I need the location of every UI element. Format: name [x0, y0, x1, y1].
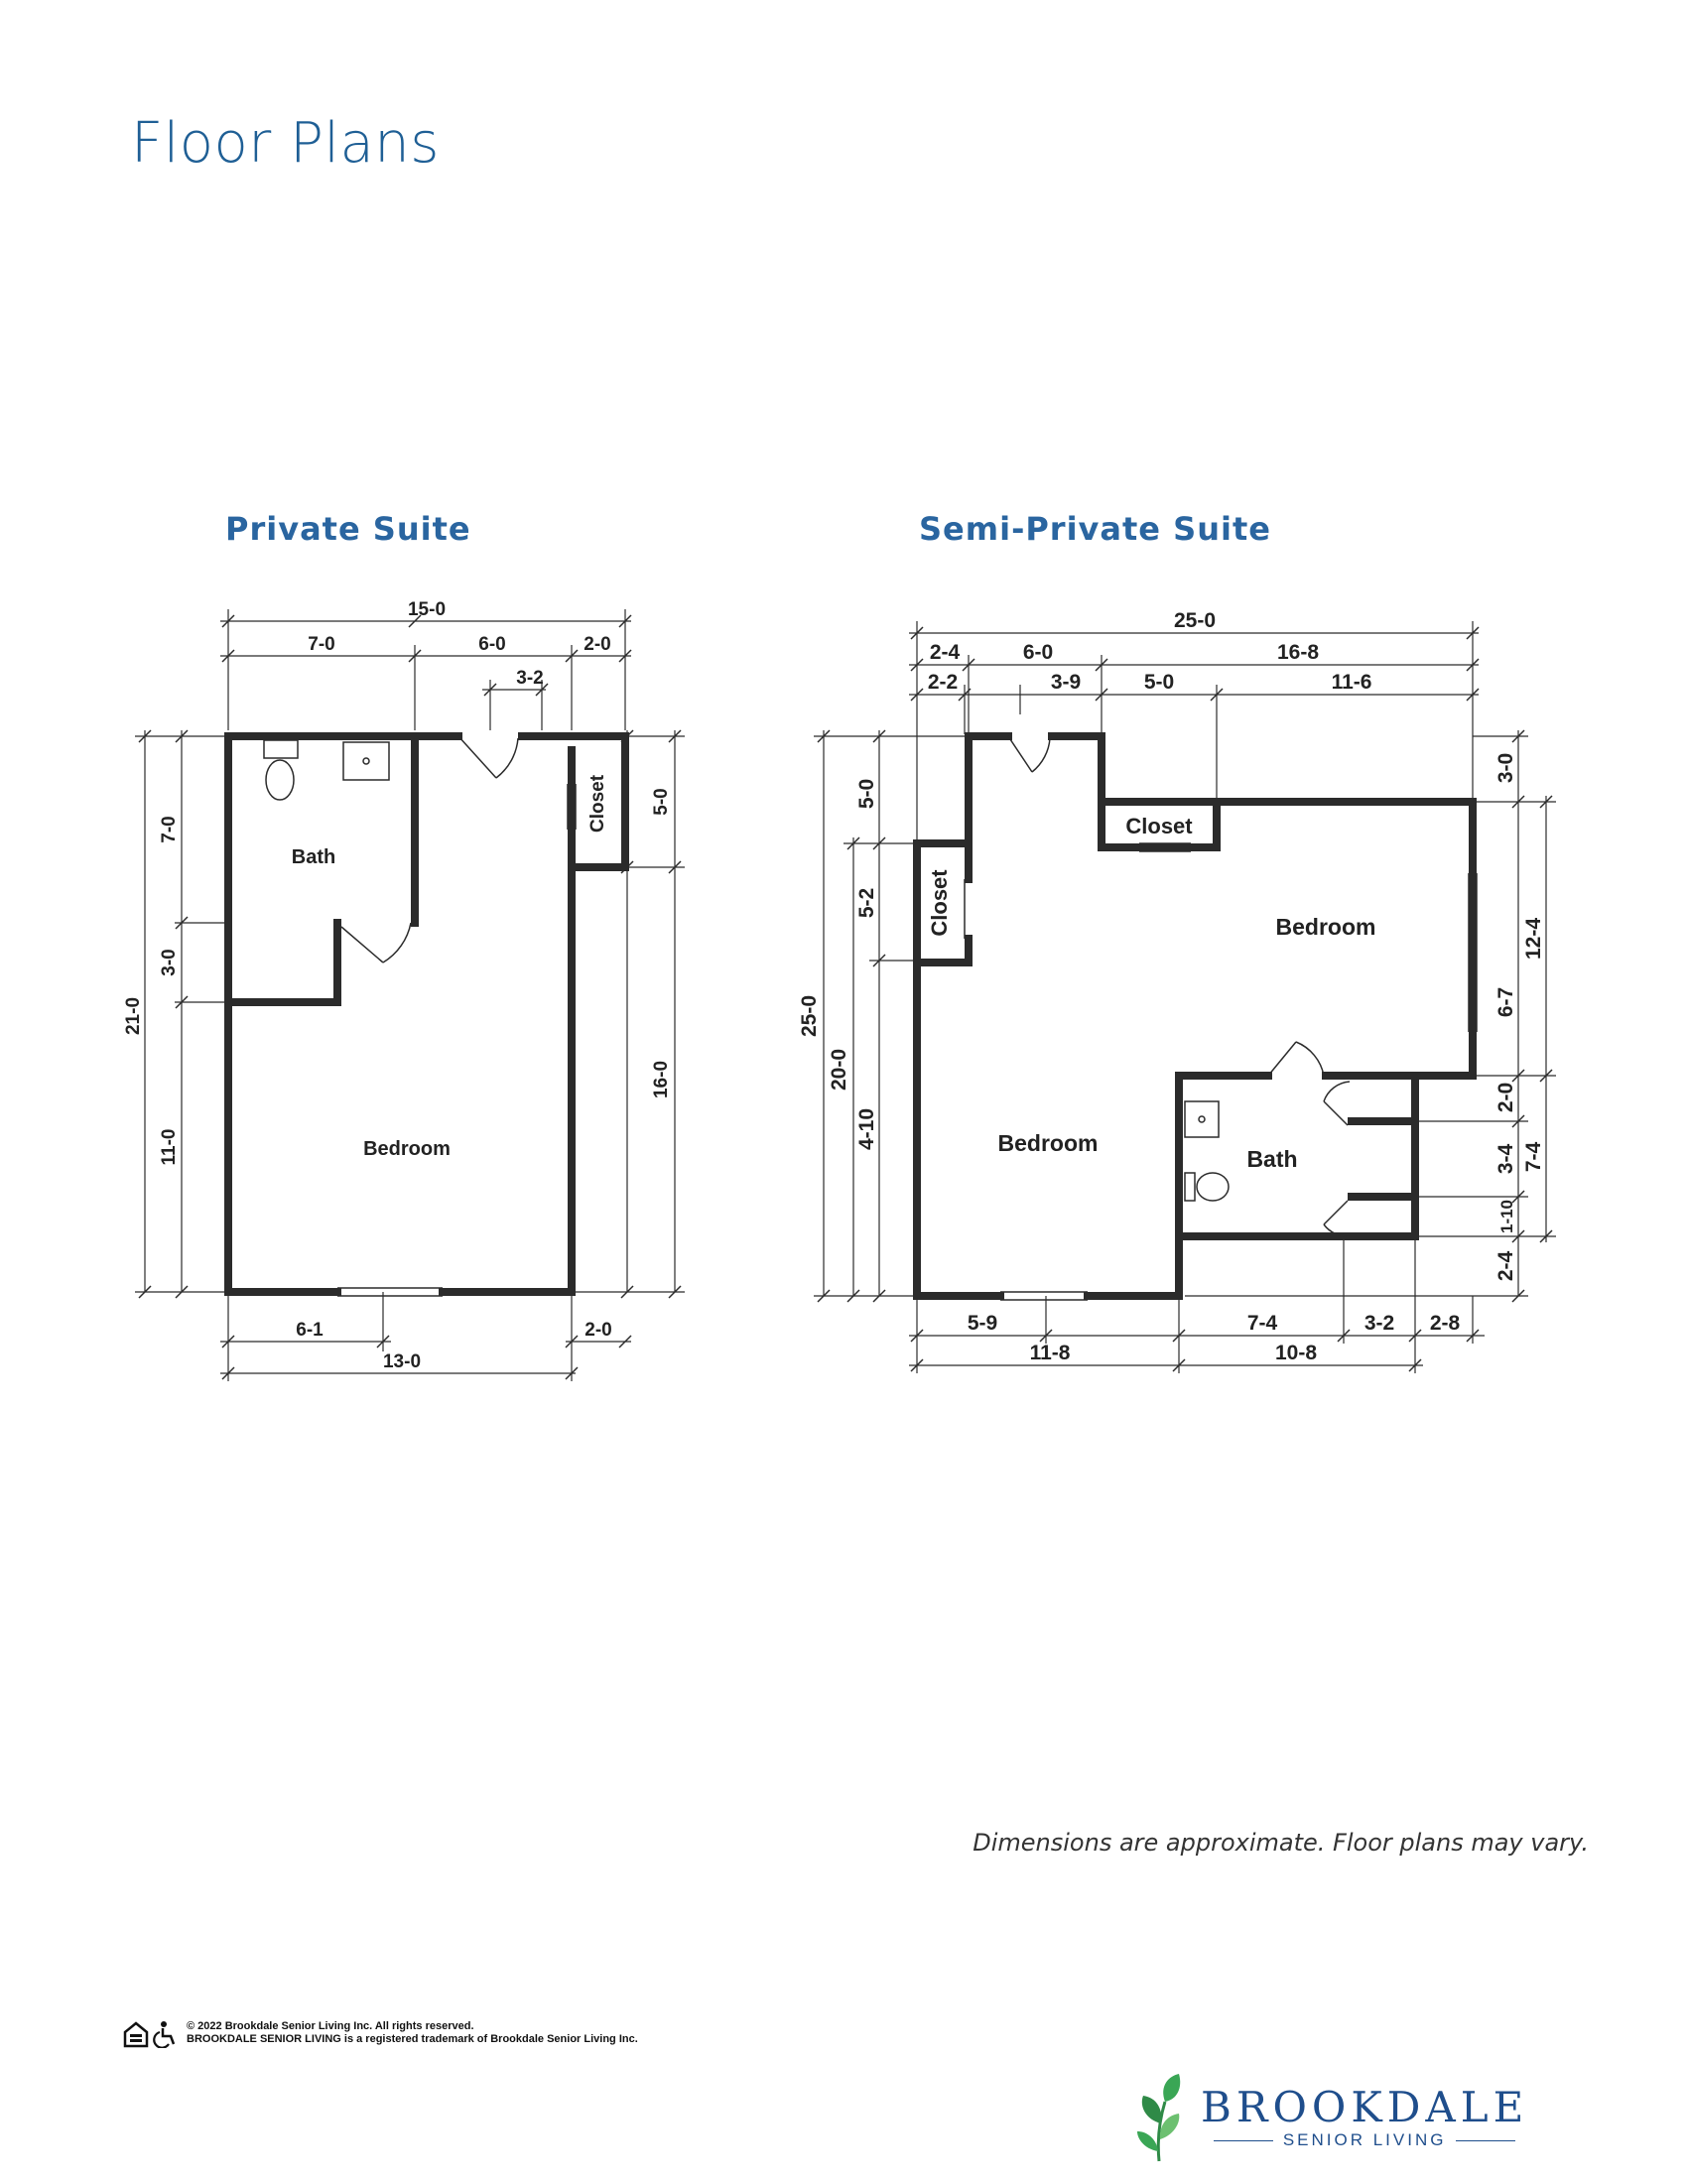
semi-dim-bottom-b: 7-4: [1247, 1312, 1278, 1335]
semi-dim-row1-c: 16-8: [1277, 641, 1319, 664]
semi-dim-right-b: 12-4: [1522, 918, 1545, 960]
semi-closet-a-label: Closet: [1125, 814, 1193, 838]
semi-dim-row2-b: 3-9: [1051, 671, 1081, 694]
semi-dim-row2-d: 11-6: [1332, 671, 1372, 694]
semi-dim-row1-a: 2-4: [930, 641, 961, 664]
semi-dim-right-h: 2-4: [1494, 1251, 1517, 1282]
private-bath-label: Bath: [292, 846, 335, 868]
private-dim-bottom-a: 6-1: [296, 1320, 324, 1341]
semi-dim-left-b: 20-0: [828, 1049, 850, 1091]
private-dim-overall-height: 21-0: [123, 997, 144, 1035]
semi-dim-bottom-d: 2-8: [1430, 1312, 1461, 1335]
semi-dim-left-e: 4-10: [855, 1108, 878, 1150]
copyright-text: © 2022 Brookdale Senior Living Inc. All …: [187, 2020, 474, 2032]
private-dim-right-b: 16-0: [651, 1061, 672, 1098]
private-dim-top-c: 2-0: [584, 634, 610, 655]
private-dim-left-b: 3-0: [159, 949, 180, 975]
semi-dim-bottom-c: 3-2: [1364, 1312, 1394, 1335]
semi-dim-row2-c: 5-0: [1144, 671, 1174, 694]
semi-dim-right-a: 3-0: [1494, 753, 1517, 783]
semi-private-suite-title: Semi-Private Suite: [919, 510, 1271, 548]
semi-bedroom-a-label: Bedroom: [1276, 914, 1376, 940]
semi-bath-label: Bath: [1246, 1146, 1297, 1172]
footer: © 2022 Brookdale Senior Living Inc. All …: [123, 2020, 638, 2048]
disclaimer: Dimensions are approximate. Floor plans …: [973, 1829, 1589, 1857]
semi-dim-right-d: 2-0: [1494, 1083, 1517, 1112]
semi-dim-bottom-e: 11-8: [1030, 1342, 1071, 1364]
semi-bedroom-b-label: Bedroom: [998, 1130, 1099, 1156]
semi-dim-left-c: 5-0: [855, 779, 878, 809]
semi-dim-row1-b: 6-0: [1023, 641, 1053, 664]
private-dim-left-a: 7-0: [159, 816, 180, 842]
equal-housing-icon: [123, 2021, 149, 2048]
semi-dim-bottom-f: 10-8: [1275, 1342, 1317, 1364]
private-dim-top-b: 6-0: [478, 634, 505, 655]
semi-dim-right-e: 3-4: [1494, 1144, 1517, 1175]
leaf-icon: [1137, 2074, 1181, 2162]
semi-dim-left-d: 5-2: [855, 888, 878, 918]
private-dim-left-c: 11-0: [159, 1129, 180, 1166]
private-suite-title: Private Suite: [225, 510, 471, 548]
page-title: Floor Plans: [131, 111, 440, 176]
accessibility-icon: [153, 2021, 176, 2048]
semi-dim-overall-width: 25-0: [1174, 609, 1216, 632]
private-dim-right-a: 5-0: [651, 788, 672, 815]
semi-dim-right-c: 6-7: [1494, 987, 1517, 1017]
trademark-text: BROOKDALE SENIOR LIVING is a registered …: [187, 2033, 638, 2045]
private-dim-door: 3-2: [516, 668, 543, 689]
semi-dim-right-f: 7-4: [1522, 1142, 1545, 1173]
semi-closet-b-label: Closet: [927, 869, 952, 937]
private-dim-top-a: 7-0: [308, 634, 334, 655]
private-dim-bottom-b: 2-0: [584, 1320, 611, 1341]
brookdale-logo: BROOKDALE SENIOR LIVING: [1129, 2072, 1528, 2163]
private-dim-bottom-total: 13-0: [383, 1351, 421, 1372]
private-dim-overall-width: 15-0: [408, 599, 446, 620]
private-bedroom-label: Bedroom: [363, 1138, 451, 1160]
semi-dim-overall-height: 25-0: [798, 995, 821, 1037]
semi-dim-bottom-a: 5-9: [968, 1312, 997, 1335]
private-closet-label: Closet: [587, 774, 608, 833]
semi-dim-row2-a: 2-2: [928, 671, 958, 694]
logo-sub: SENIOR LIVING: [1282, 2130, 1447, 2149]
semi-dim-right-g: 1-10: [1497, 1200, 1516, 1233]
logo-name: BROOKDALE: [1201, 2083, 1529, 2131]
